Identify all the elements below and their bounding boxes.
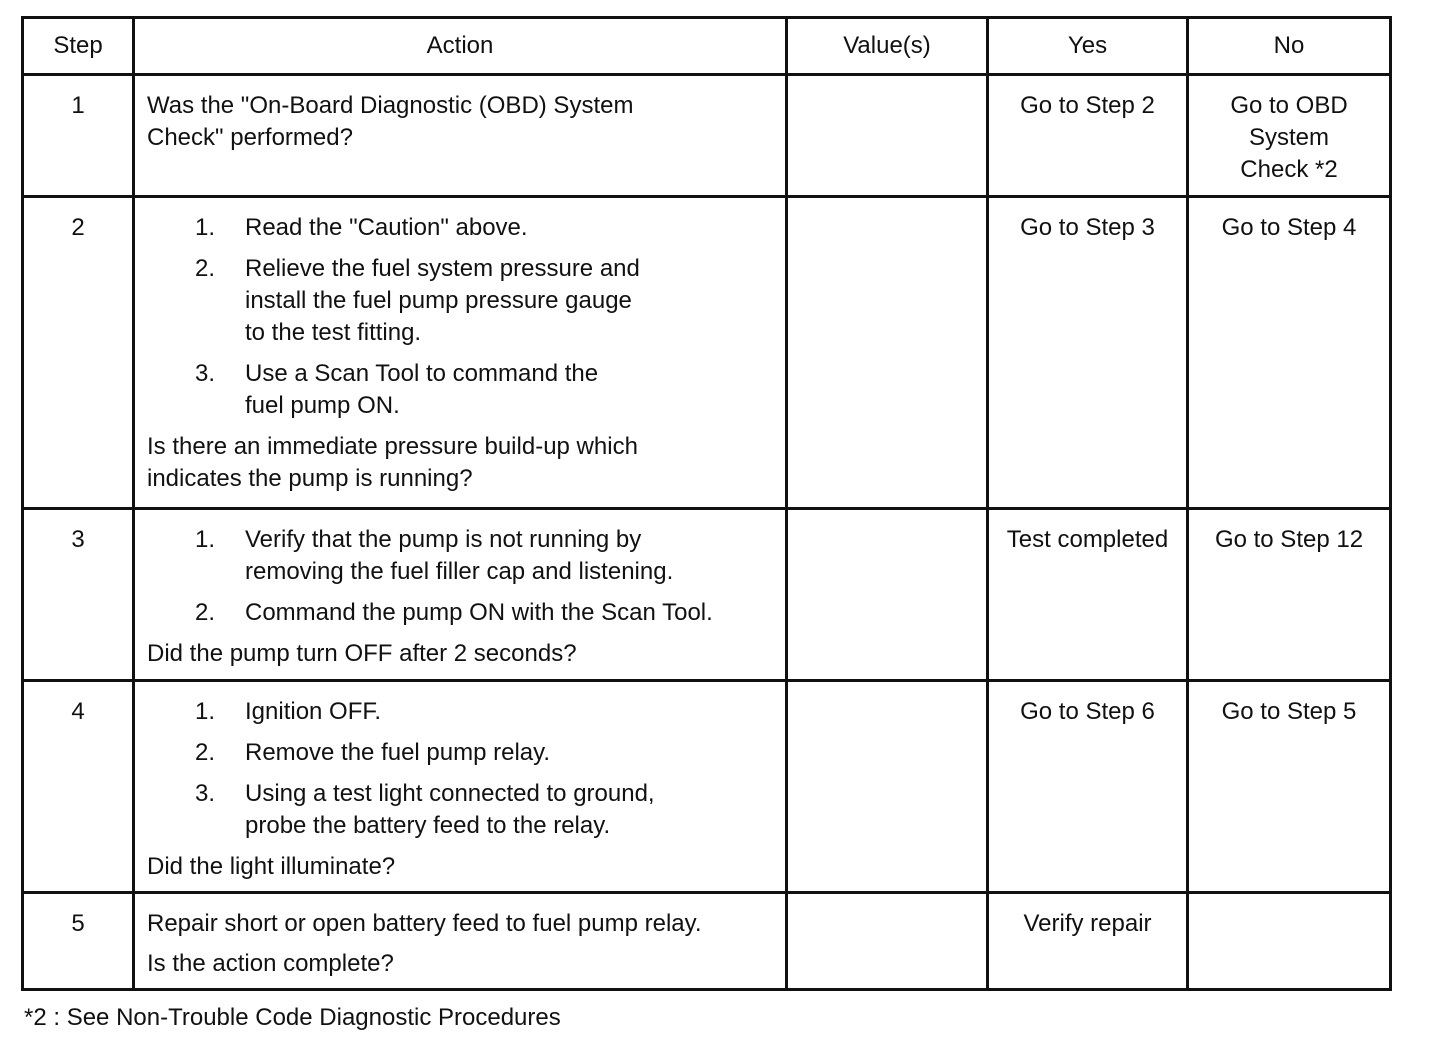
question-line: Did the pump turn OFF after 2 seconds? [147, 640, 577, 667]
action-step-text: Relieve the fuel system pressure and inst… [245, 253, 773, 349]
header-no: No [1186, 16, 1392, 76]
step-number: 3 [21, 507, 135, 682]
action-step-line: probe the battery feed to the relay. [245, 812, 611, 839]
header-values: Value(s) [785, 16, 989, 76]
action-step-number: 1. [195, 526, 216, 553]
action-text: Repair short or open battery feed to fue… [147, 908, 773, 940]
action-question: Is the action complete? [147, 948, 773, 980]
action-question: Did the pump turn OFF after 2 seconds? [147, 638, 773, 670]
no-result-line: Check *2 [1240, 156, 1338, 183]
action-step-item: 3. Using a test light connected to ground… [147, 778, 773, 842]
action-text: Was the "On-Board Diagnostic (OBD) Syste… [147, 90, 773, 154]
action-cell: Repair short or open battery feed to fue… [132, 891, 788, 991]
action-step-text: Verify that the pump is not running by re… [245, 524, 773, 588]
action-step-item: 1. Read the "Caution" above. [147, 212, 773, 244]
action-step-line: Relieve the fuel system pressure and [245, 255, 640, 282]
yes-result: Verify repair [986, 891, 1189, 991]
step-number: 1 [21, 73, 135, 198]
header-yes: Yes [986, 16, 1189, 76]
action-step-text: Command the pump ON with the Scan Tool. [245, 597, 773, 629]
diagnostic-table: Step Action Value(s) Yes No 1 Was the "On… [21, 16, 1392, 991]
yes-result: Go to Step 3 [986, 195, 1189, 510]
question-line: indicates the pump is running? [147, 465, 473, 492]
action-step-text: Remove the fuel pump relay. [245, 737, 773, 769]
action-step-line: Ignition OFF. [245, 698, 382, 725]
table-row: 2 1. Read the "Caution" above. 2. Relieve th… [21, 195, 1392, 510]
no-result: Go to Step 4 [1186, 195, 1392, 510]
action-question: Is there an immediate pressure build-up … [147, 431, 773, 495]
header-row: Step Action Value(s) Yes No [21, 16, 1392, 76]
value-cell [785, 679, 989, 894]
value-cell [785, 891, 989, 991]
table-row: 3 1. Verify that the pump is not running b… [21, 507, 1392, 682]
no-result-line: Go to Step 12 [1214, 526, 1364, 553]
action-step-text: Using a test light connected to ground, p… [245, 778, 773, 842]
value-cell [785, 73, 989, 198]
action-step-line: Using a test light connected to ground, [245, 780, 655, 807]
action-step-item: 3. Use a Scan Tool to command the fuel pum… [147, 358, 773, 422]
action-step-number: 1. [195, 698, 216, 725]
header-action: Action [132, 16, 788, 76]
action-line: Check" performed? [147, 124, 353, 151]
no-result [1186, 891, 1392, 991]
no-result: Go to Step 5 [1186, 679, 1392, 894]
table-row: 1 Was the "On-Board Diagnostic (OBD) Syst… [21, 73, 1392, 198]
action-step-number: 2. [195, 255, 216, 282]
question-line: Did the light illuminate? [147, 853, 396, 880]
action-cell: 1. Ignition OFF. 2. Remove the fuel pump re… [132, 679, 788, 894]
action-line: Repair short or open battery feed to fue… [147, 910, 702, 937]
action-step-item: 2. Remove the fuel pump relay. [147, 737, 773, 769]
action-step-item: 2. Relieve the fuel system pressure and in… [147, 253, 773, 349]
action-step-text: Use a Scan Tool to command the fuel pump … [245, 358, 773, 422]
action-step-number: 2. [195, 599, 216, 626]
action-step-number: 2. [195, 739, 216, 766]
action-step-line: install the fuel pump pressure gauge [245, 287, 632, 314]
footnote: *2 : See Non-Trouble Code Diagnostic Pro… [24, 1004, 561, 1031]
yes-result: Test completed [986, 507, 1189, 682]
action-step-line: removing the fuel filler cap and listeni… [245, 558, 674, 585]
action-step-line: Use a Scan Tool to command the [245, 360, 599, 387]
action-step-item: 2. Command the pump ON with the Scan Tool… [147, 597, 773, 629]
action-step-number: 3. [195, 780, 216, 807]
action-step-item: 1. Ignition OFF. [147, 696, 773, 728]
no-result-line: Go to Step 4 [1221, 214, 1357, 241]
action-cell: 1. Verify that the pump is not running by… [132, 507, 788, 682]
action-question: Did the light illuminate? [147, 851, 773, 883]
action-line: Was the "On-Board Diagnostic (OBD) Syste… [147, 92, 634, 119]
step-number: 2 [21, 195, 135, 510]
action-step-item: 1. Verify that the pump is not running by… [147, 524, 773, 588]
action-step-text: Ignition OFF. [245, 696, 773, 728]
table-row: 4 1. Ignition OFF. 2. Remove the fuel pump r… [21, 679, 1392, 894]
action-step-line: Remove the fuel pump relay. [245, 739, 551, 766]
yes-result: Go to Step 6 [986, 679, 1189, 894]
table-row: 5 Repair short or open battery feed to fu… [21, 891, 1392, 991]
action-step-line: Verify that the pump is not running by [245, 526, 642, 553]
question-line: Is there an immediate pressure build-up … [147, 433, 638, 460]
no-result-line: Go to OBD [1230, 92, 1348, 119]
step-number: 4 [21, 679, 135, 894]
no-result: Go to Step 12 [1186, 507, 1392, 682]
action-step-line: fuel pump ON. [245, 392, 400, 419]
action-cell: 1. Read the "Caution" above. 2. Relieve the… [132, 195, 788, 510]
value-cell [785, 195, 989, 510]
value-cell [785, 507, 989, 682]
action-step-line: to the test fitting. [245, 319, 422, 346]
step-number: 5 [21, 891, 135, 991]
action-steps-list: 1. Ignition OFF. 2. Remove the fuel pump re… [147, 696, 773, 842]
header-step: Step [21, 16, 135, 76]
action-cell: Was the "On-Board Diagnostic (OBD) Syste… [132, 73, 788, 198]
table-body: 1 Was the "On-Board Diagnostic (OBD) Syst… [21, 73, 1392, 991]
question-line: Is the action complete? [147, 950, 394, 977]
action-step-text: Read the "Caution" above. [245, 212, 773, 244]
action-step-line: Command the pump ON with the Scan Tool. [245, 599, 713, 626]
action-step-number: 3. [195, 360, 216, 387]
no-result-line: System [1248, 124, 1329, 151]
no-result-line: Go to Step 5 [1221, 698, 1357, 725]
action-step-number: 1. [195, 214, 216, 241]
action-steps-list: 1. Read the "Caution" above. 2. Relieve the… [147, 212, 773, 422]
action-step-line: Read the "Caution" above. [245, 214, 528, 241]
action-steps-list: 1. Verify that the pump is not running by… [147, 524, 773, 629]
yes-result: Go to Step 2 [986, 73, 1189, 198]
